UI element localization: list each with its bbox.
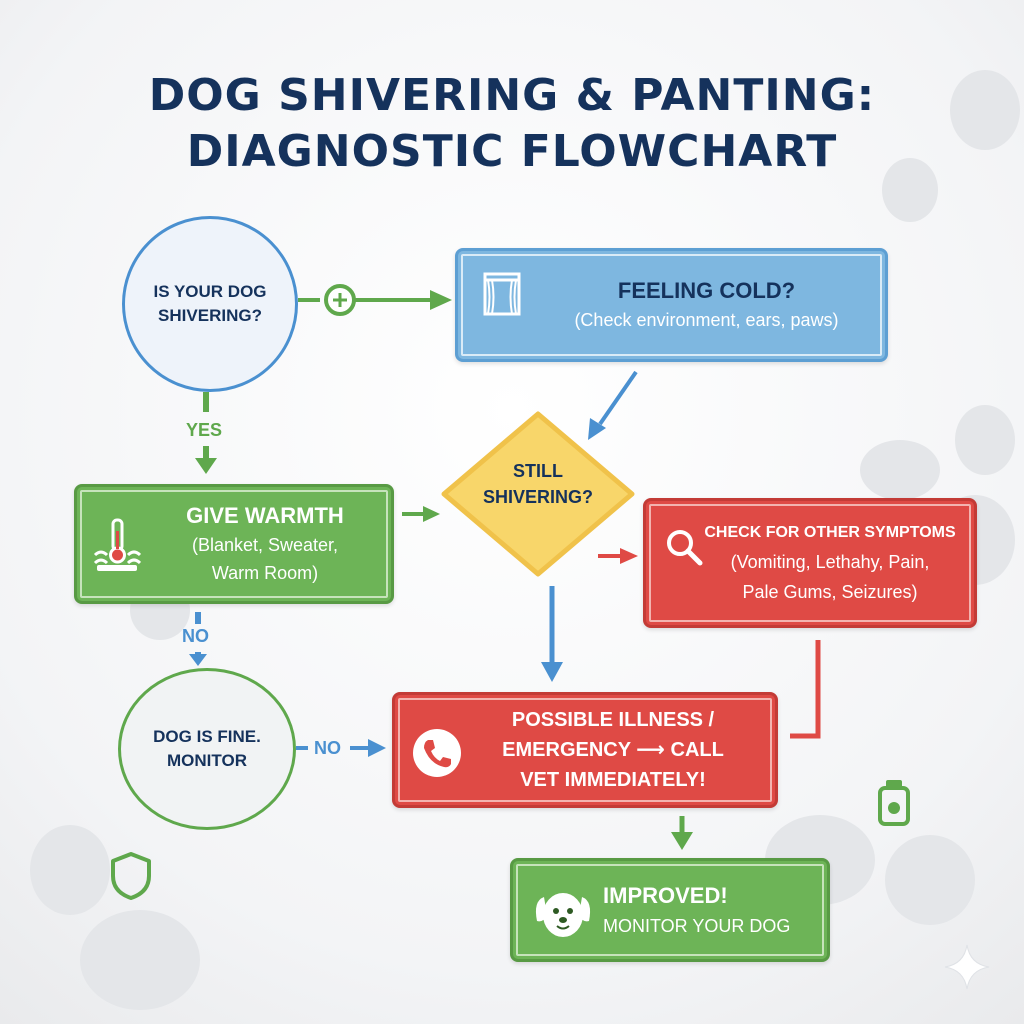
dog-fine-line-1: DOG IS FINE. (153, 727, 261, 746)
node-is-dog-shivering[interactable]: IS YOUR DOG SHIVERING? (122, 216, 298, 392)
arrow-give-warmth-to-still-shivering (402, 506, 440, 522)
page-title: DOG SHIVERING & PANTING: DIAGNOSTIC FLOW… (0, 68, 1024, 180)
arrow-start-to-feeling-cold (298, 284, 452, 316)
arrow-dog-fine-to-emergency (296, 739, 386, 757)
paw-print-icon (30, 70, 1020, 1010)
node-improved[interactable]: IMPROVED! MONITOR YOUR DOG (510, 858, 830, 962)
phone-icon (413, 729, 461, 777)
give-warmth-title: GIVE WARMTH (186, 503, 344, 528)
node-feeling-cold[interactable]: FEELING COLD? (Check environment, ears, … (455, 248, 888, 362)
arrow-emergency-to-improved (671, 816, 693, 850)
emergency-line-2: EMERGENCY ⟶ CALL (502, 739, 724, 761)
improved-detail: MONITOR YOUR DOG (603, 916, 791, 936)
curtain-icon (483, 272, 521, 316)
improved-title: IMPROVED! (603, 883, 728, 908)
arrow-feeling-cold-to-still-shivering (588, 370, 638, 440)
feeling-cold-title: FEELING COLD? (617, 278, 796, 303)
arrow-still-shivering-to-emergency (541, 586, 563, 682)
edge-label-no-fine: NO (314, 738, 341, 758)
node-give-warmth[interactable]: GIVE WARMTH (Blanket, Sweater, Warm Room… (74, 484, 394, 604)
shield-icon (111, 852, 151, 900)
still-shivering-line-2: SHIVERING? (482, 487, 593, 507)
emergency-line-3: VET IMMEDIATELY! (520, 769, 706, 791)
other-symptoms-title: CHECK FOR OTHER SYMPTOMS (704, 524, 956, 541)
arrow-other-symptoms-to-emergency (790, 640, 821, 739)
node-possible-illness-emergency[interactable]: POSSIBLE ILLNESS / EMERGENCY ⟶ CALL VET … (392, 692, 778, 808)
thermometer-icon (93, 518, 141, 571)
node-check-other-symptoms[interactable]: CHECK FOR OTHER SYMPTOMS (Vomiting, Leth… (643, 498, 977, 628)
arrow-start-to-give-warmth (195, 392, 217, 474)
feeling-cold-detail: (Check environment, ears, paws) (574, 310, 839, 330)
edge-label-no-warmth: NO (182, 626, 209, 646)
dog-face-icon (535, 893, 591, 937)
magnifier-icon (667, 530, 703, 566)
medicine-bottle-icon (878, 780, 910, 826)
still-shivering-label: STILL SHIVERING? (438, 458, 638, 510)
other-symptoms-detail-1: (Vomiting, Lethahy, Pain, (730, 552, 930, 572)
arrow-give-warmth-to-dog-fine (189, 612, 207, 666)
give-warmth-detail-1: (Blanket, Sweater, (191, 535, 339, 555)
node-start-line-1: IS YOUR DOG (153, 282, 267, 301)
edge-label-yes: YES (186, 420, 223, 440)
sparkle-icon (944, 944, 990, 990)
emergency-line-1: POSSIBLE ILLNESS / (511, 709, 715, 731)
other-symptoms-detail-2: Pale Gums, Seizures) (742, 582, 918, 602)
node-still-shivering-diamond[interactable] (438, 408, 638, 580)
node-dog-is-fine[interactable]: DOG IS FINE. MONITOR (118, 668, 296, 830)
arrow-still-shivering-to-other-symptoms (598, 548, 638, 564)
title-line-2: DIAGNOSTIC FLOWCHART (186, 126, 838, 177)
dog-fine-line-2: MONITOR (167, 751, 247, 770)
still-shivering-line-1: STILL (513, 461, 563, 481)
node-start-line-2: SHIVERING? (158, 306, 262, 325)
title-line-1: DOG SHIVERING & PANTING: (148, 70, 876, 121)
give-warmth-detail-2: Warm Room) (211, 563, 319, 583)
